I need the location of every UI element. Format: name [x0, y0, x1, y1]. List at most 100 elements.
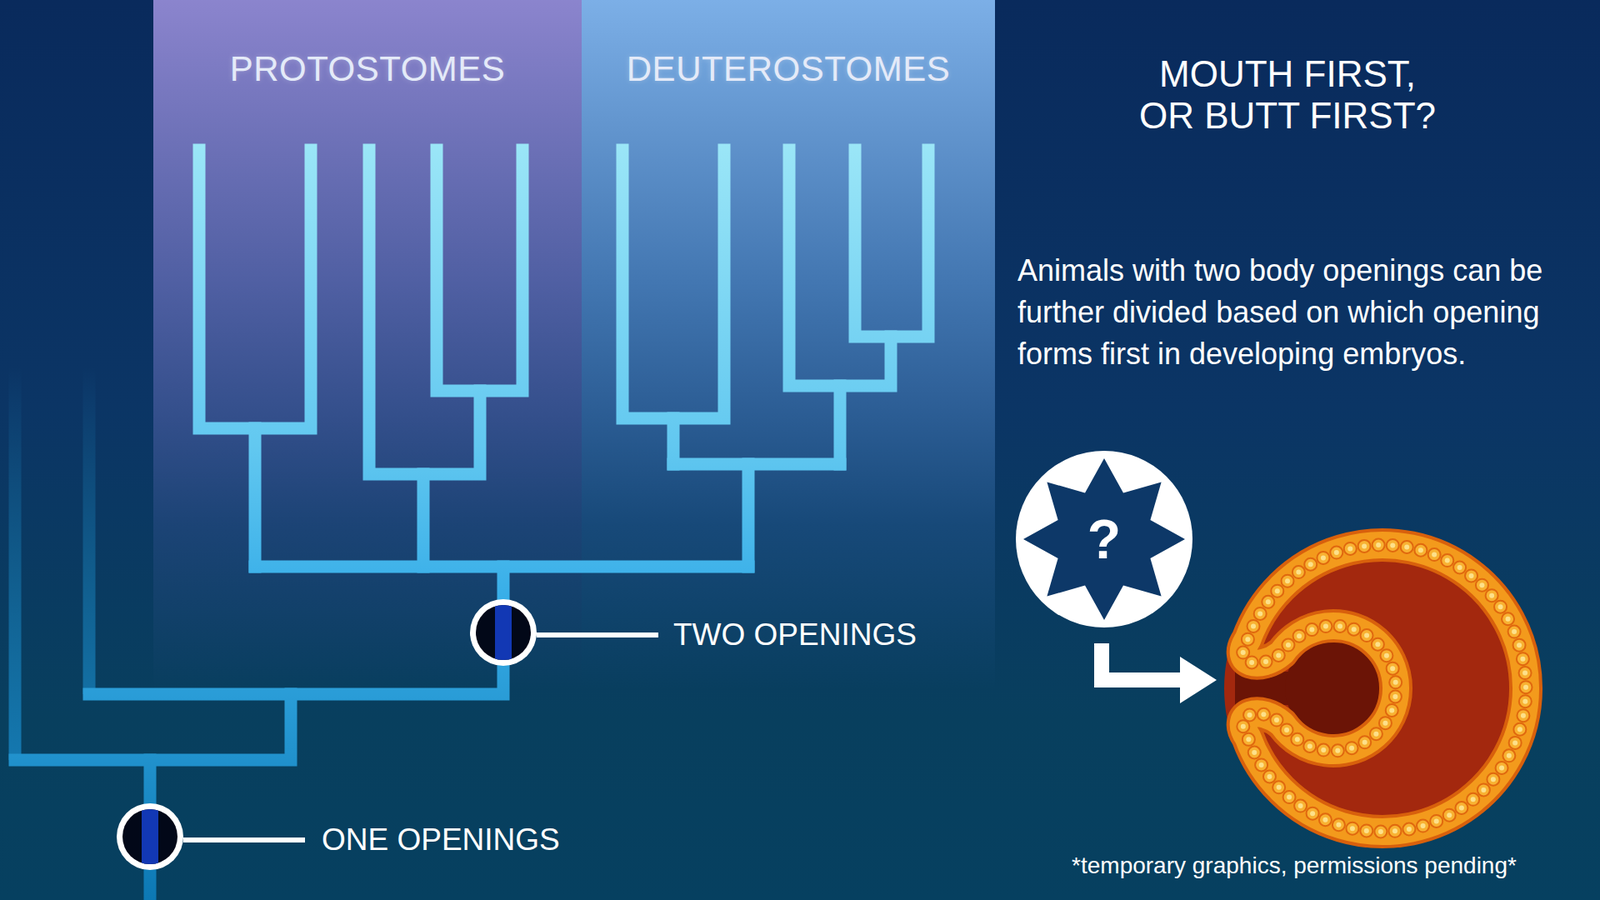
cell: [1466, 793, 1480, 806]
cell: [1385, 704, 1399, 717]
cell-nucleus: [1375, 641, 1380, 647]
cell-nucleus: [1257, 610, 1263, 616]
cell-nucleus: [1245, 736, 1251, 742]
cell-nucleus: [1284, 727, 1290, 733]
cell: [1495, 761, 1509, 775]
node-marker: [116, 803, 184, 870]
cell-nucleus: [1322, 817, 1328, 823]
cell: [1360, 824, 1373, 837]
cell-nucleus: [1520, 713, 1526, 719]
cell: [1290, 733, 1304, 746]
question-badge-art: [1015, 450, 1193, 628]
cell-nucleus: [1505, 616, 1511, 622]
cell: [1380, 649, 1393, 662]
cell-nucleus: [1240, 650, 1246, 655]
cell: [1372, 539, 1385, 552]
cell: [1305, 623, 1319, 636]
cell: [1371, 638, 1385, 651]
node-marker: [470, 599, 537, 666]
cell-nucleus: [1479, 582, 1485, 588]
title: MOUTH FIRST, OR BUTT FIRST?: [1129, 53, 1446, 137]
cell-nucleus: [1375, 542, 1381, 548]
cell: [1334, 620, 1347, 633]
cell: [1516, 652, 1530, 665]
cell: [1513, 639, 1526, 652]
cell-nucleus: [1393, 680, 1399, 685]
cell: [1389, 675, 1402, 689]
cell-nucleus: [1517, 726, 1523, 732]
cell-nucleus: [1320, 555, 1326, 560]
cell: [1347, 623, 1360, 636]
description-text-wrap: Animals with two body openings can be fu…: [1017, 250, 1568, 375]
cell-nucleus: [1323, 624, 1329, 630]
cell-nucleus: [1404, 544, 1410, 550]
cell: [1520, 680, 1533, 694]
cell-nucleus: [1392, 694, 1398, 700]
cell: [1386, 539, 1400, 552]
cell: [1345, 741, 1359, 755]
cell: [1242, 733, 1255, 746]
cell: [1293, 630, 1306, 643]
footnote: *temporary graphics, permissions pending…: [1019, 851, 1570, 880]
cell: [1243, 708, 1256, 721]
cell-nucleus: [1320, 747, 1326, 753]
cell-nucleus: [1361, 543, 1367, 549]
cell-nucleus: [1498, 604, 1504, 610]
cell-nucleus: [1520, 656, 1525, 662]
starburst: [1023, 458, 1185, 620]
cell-nucleus: [1349, 745, 1355, 751]
cell: [1319, 620, 1332, 633]
cell: [1513, 723, 1526, 736]
cell-nucleus: [1390, 542, 1395, 548]
cell: [1241, 633, 1255, 646]
cell: [1294, 800, 1307, 813]
cell: [1486, 773, 1500, 786]
cell-nucleus: [1364, 633, 1370, 639]
faint-branches: [15, 366, 90, 760]
cell-nucleus: [1296, 633, 1302, 639]
cell-nucleus: [1298, 803, 1304, 809]
cell: [1358, 735, 1371, 749]
cell: [1292, 565, 1305, 579]
cell: [1255, 758, 1268, 771]
cell-nucleus: [1350, 825, 1355, 831]
cell: [1281, 639, 1295, 652]
cell: [1260, 655, 1273, 669]
cell-nucleus: [1446, 812, 1452, 818]
cell-nucleus: [1470, 796, 1476, 802]
cell: [1508, 625, 1521, 639]
cell-nucleus: [1490, 776, 1496, 782]
cell: [1358, 540, 1371, 553]
cell-nucleus: [1337, 623, 1343, 629]
cell: [1303, 740, 1316, 753]
description-text: Animals with two body openings can be fu…: [1017, 250, 1568, 375]
clade-label-wrap: TWO OPENINGS: [673, 615, 917, 655]
cell-nucleus: [1334, 550, 1340, 555]
cell-nucleus: [1522, 699, 1528, 705]
cell-nucleus: [1392, 828, 1398, 834]
pointer-arrow: [1101, 643, 1217, 704]
cell: [1465, 569, 1478, 582]
cell: [1344, 542, 1357, 555]
clade-heading: DEUTEROSTOMES: [581, 48, 995, 90]
cell-nucleus: [1249, 660, 1255, 665]
cell-nucleus: [1457, 565, 1463, 570]
cell-nucleus: [1522, 670, 1528, 676]
cell: [1330, 546, 1343, 560]
cell-nucleus: [1506, 753, 1512, 759]
cell: [1430, 815, 1443, 828]
cell-nucleus: [1362, 740, 1368, 745]
cell: [1501, 612, 1515, 625]
cell: [1440, 554, 1454, 567]
leader-line: [183, 837, 305, 843]
cell-nucleus: [1274, 717, 1280, 723]
cell-nucleus: [1245, 636, 1250, 642]
cell: [1428, 548, 1441, 561]
cell: [1502, 749, 1515, 762]
cell: [1453, 561, 1466, 575]
clade-label-wrap: ONE OPENINGS: [321, 820, 560, 860]
cell-nucleus: [1499, 765, 1505, 771]
cell-nucleus: [1389, 707, 1395, 713]
cell-nucleus: [1250, 623, 1256, 629]
